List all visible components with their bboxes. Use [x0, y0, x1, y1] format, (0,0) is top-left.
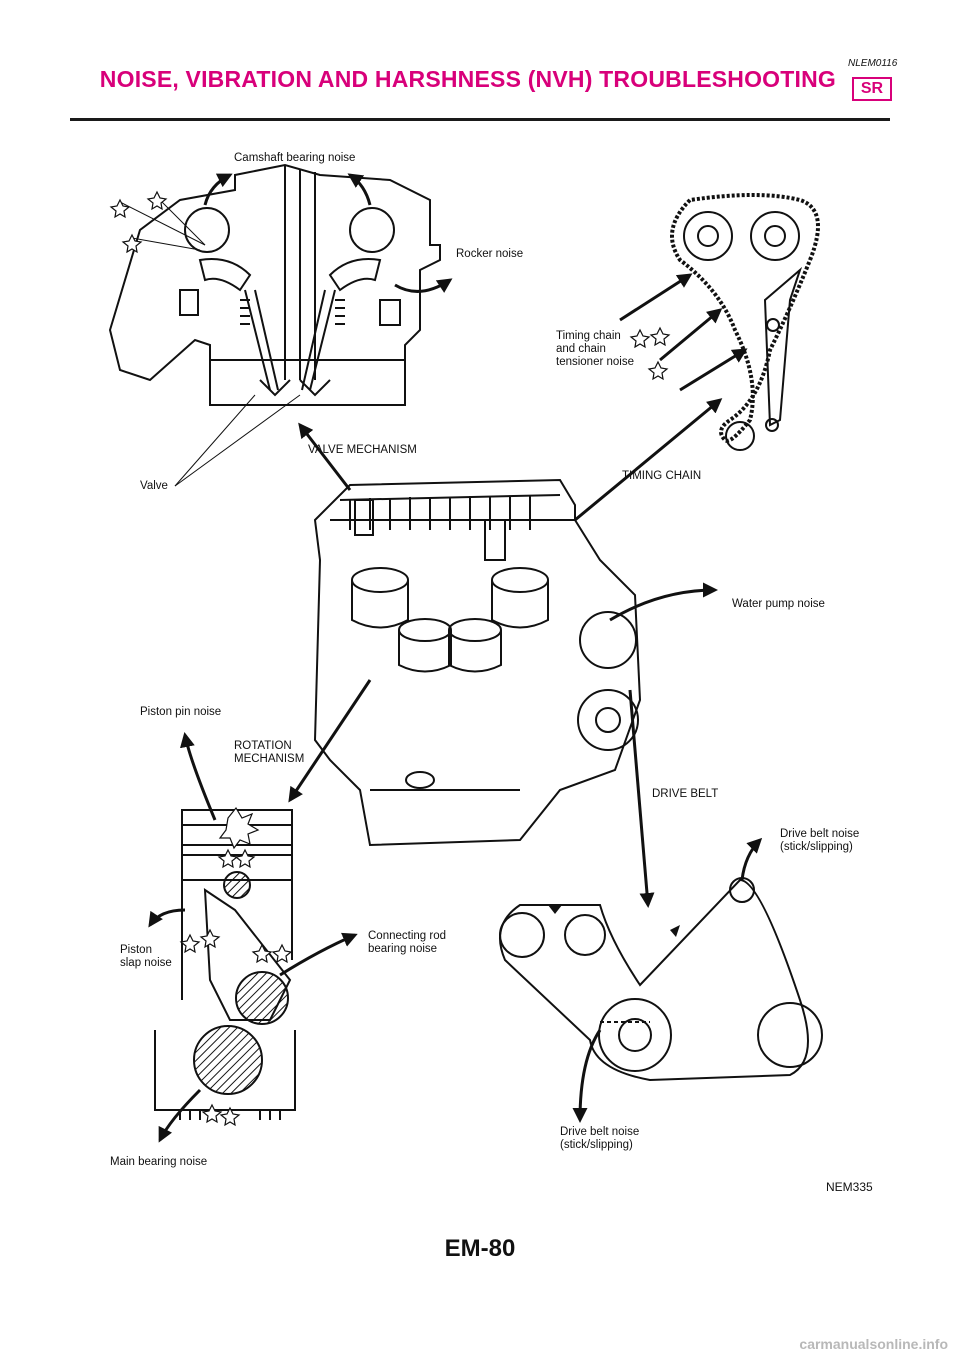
arrow-valve-mech	[298, 422, 352, 491]
arrow-rotation	[288, 679, 372, 803]
label-rotation-mechanism: ROTATION MECHANISM	[234, 740, 305, 765]
arrow-main-bearing	[158, 1088, 202, 1143]
arrow-belt-bottom	[572, 1029, 602, 1123]
label-timing-chain: TIMING CHAIN	[622, 470, 702, 482]
arrow-piston-slap	[148, 908, 186, 928]
label-rocker-noise: Rocker noise	[456, 248, 524, 260]
drive-belt-drawing	[499, 877, 823, 1082]
arrow-rocker	[394, 278, 453, 293]
arrow-water-pump	[609, 582, 718, 622]
label-valve: Valve	[140, 480, 168, 492]
watermark: carmanualsonline.info	[799, 1336, 948, 1352]
label-drive-belt-noise-top: Drive belt noise (stick/slipping)	[780, 828, 860, 853]
label-main-bearing-noise: Main bearing noise	[110, 1156, 208, 1168]
arrow-timing-chain	[574, 398, 723, 522]
label-camshaft-bearing-noise: Camshaft bearing noise	[234, 152, 356, 164]
label-piston-pin-noise: Piston pin noise	[140, 706, 222, 718]
arrow-timing-3	[679, 348, 748, 392]
arrow-drive-belt	[628, 689, 655, 908]
arrow-camshaft-right	[347, 173, 372, 206]
header-rule	[70, 118, 890, 121]
section-badge: SR	[852, 77, 892, 101]
cylinder-head-section	[108, 163, 441, 406]
label-water-pump-noise: Water pump noise	[732, 598, 825, 610]
timing-chain-drawing	[670, 193, 820, 451]
arrow-belt-top	[740, 837, 763, 881]
label-timing-chain-noise: Timing chain and chain tensioner noise	[556, 330, 634, 368]
label-drive-belt-noise-bottom: Drive belt noise (stick/slipping)	[560, 1126, 640, 1151]
arrow-timing-2	[659, 308, 723, 362]
label-piston-slap-noise: Piston slap noise	[120, 944, 172, 969]
piston-rod-drawing	[154, 809, 296, 1120]
label-drive-belt: DRIVE BELT	[652, 788, 719, 800]
arrow-timing-1	[619, 273, 693, 322]
label-connecting-rod-noise: Connecting rod bearing noise	[368, 930, 446, 955]
arrow-piston-pin	[180, 732, 217, 821]
page-number: EM-80	[444, 1235, 516, 1262]
figure-code: NEM335	[826, 1180, 873, 1194]
page-title: NOISE, VIBRATION AND HARSHNESS (NVH) TRO…	[99, 66, 836, 92]
label-valve-mechanism: VALVE MECHANISM	[308, 444, 417, 456]
ref-code: NLEM0116	[848, 58, 898, 69]
arrow-camshaft-left	[203, 173, 233, 206]
engine-block-drawing	[313, 478, 642, 847]
arrow-conrod	[279, 932, 358, 977]
